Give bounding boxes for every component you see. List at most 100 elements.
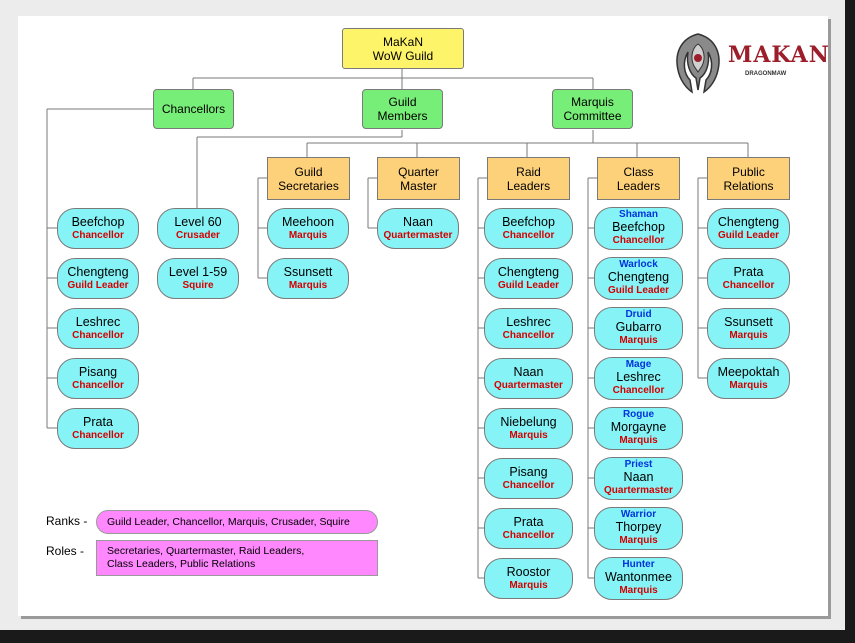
member-rank: Chancellor [72, 379, 124, 391]
member-chancellor-beefchop: Beefchop Chancellor [57, 208, 139, 249]
member-rank: Squire [182, 279, 214, 291]
member-rank: Quartermaster [383, 229, 453, 241]
member-raid-roostor: Roostor Marquis [484, 558, 573, 599]
guild-logo [668, 30, 808, 96]
member-name: Morgayne [610, 420, 667, 434]
member-class: Priest [624, 459, 653, 470]
member-name: Meepoktah [717, 364, 780, 379]
member-class: Mage [625, 359, 652, 370]
member-name: Naan [513, 364, 544, 379]
window-edge-bottom [0, 630, 855, 643]
group-label: Chancellors [161, 102, 226, 116]
member-name: Wantonmee [605, 570, 672, 584]
member-rank: Marquis [288, 229, 328, 241]
member-rank: Marquis [509, 579, 548, 591]
member-name: Prata [513, 514, 544, 529]
member-raid-naan: Naan Quartermaster [484, 358, 573, 399]
group-guild-members: Guild Members [362, 89, 443, 129]
member-name: Level 60 [174, 214, 222, 229]
group-label: Marquis [571, 95, 614, 109]
member-name: Ssunsett [724, 314, 773, 329]
member-rank: Quartermaster [604, 485, 673, 496]
member-raid-beefchop: Beefchop Chancellor [484, 208, 573, 249]
member-rank: Marquis [729, 329, 768, 341]
member-raid-prata: Prata Chancellor [484, 508, 573, 549]
role-raid-leaders: Raid Leaders [487, 157, 570, 200]
group-label: Guild [388, 95, 417, 109]
member-name: Ssunsett [283, 264, 333, 279]
member-name: Gubarro [615, 320, 662, 334]
member-name: Niebelung [500, 414, 557, 429]
member-name: Leshrec [506, 314, 551, 329]
member-rank: Chancellor [502, 529, 555, 541]
member-class-rogue: Rogue Morgayne Marquis [594, 407, 683, 450]
member-name: Beefchop [502, 214, 555, 229]
member-name: Naan [403, 214, 433, 229]
member-raid-niebelung: Niebelung Marquis [484, 408, 573, 449]
member-secretary-meehoon: Meehoon Marquis [267, 208, 349, 249]
role-label: Quarter [398, 164, 439, 179]
legend-ranks-text: Guild Leader, Chancellor, Marquis, Crusa… [107, 515, 350, 528]
member-level-60: Level 60 Crusader [157, 208, 239, 249]
member-name: Leshrec [75, 314, 121, 329]
member-name: Prata [733, 264, 764, 279]
member-quartermaster-naan: Naan Quartermaster [377, 208, 459, 249]
role-label: Public [732, 164, 765, 179]
member-name: Chengteng [607, 270, 670, 284]
member-chancellor-chengteng: Chengteng Guild Leader [57, 258, 139, 299]
member-class-druid: Druid Gubarro Marquis [594, 307, 683, 350]
member-chancellor-leshrec: Leshrec Chancellor [57, 308, 139, 349]
member-rank: Chancellor [502, 229, 555, 241]
window-edge-right [845, 0, 855, 643]
member-class: Hunter [622, 559, 655, 570]
member-raid-chengteng: Chengteng Guild Leader [484, 258, 573, 299]
member-name: Meehoon [281, 214, 335, 229]
member-rank: Guild Leader [607, 285, 670, 296]
member-rank: Chancellor [502, 479, 555, 491]
member-name: Pisang [78, 364, 118, 379]
member-name: Chengteng [717, 214, 780, 229]
member-pr-chengteng: Chengteng Guild Leader [707, 208, 790, 249]
member-rank: Guild Leader [67, 279, 129, 291]
group-chancellors: Chancellors [153, 89, 234, 129]
role-label: Master [400, 178, 437, 193]
member-rank: Marquis [619, 535, 658, 546]
legend-ranks-label: Ranks - [46, 514, 88, 528]
member-pr-ssunsett: Ssunsett Marquis [707, 308, 790, 349]
member-class-hunter: Hunter Wantonmee Marquis [594, 557, 683, 600]
role-label: Raid [516, 164, 541, 179]
role-label: Class [623, 164, 654, 179]
logo-subtitle: DRAGONMAW [745, 71, 787, 77]
member-name: Chengteng [497, 264, 560, 279]
member-rank: Marquis [729, 379, 768, 391]
role-label: Relations [723, 178, 774, 193]
member-name: Naan [623, 470, 654, 484]
member-name: Beefchop [612, 220, 665, 234]
legend-roles-label: Roles - [46, 544, 85, 558]
member-name: Roostor [506, 564, 551, 579]
member-name: Beefchop [71, 214, 125, 229]
member-rank: Marquis [619, 585, 658, 596]
member-class: Rogue [622, 409, 655, 420]
member-raid-pisang: Pisang Chancellor [484, 458, 573, 499]
member-rank: Guild Leader [497, 279, 560, 291]
member-rank: Marquis [509, 429, 548, 441]
horde-emblem-icon [676, 33, 720, 94]
member-rank: Crusader [176, 229, 220, 241]
member-class: Warrior [620, 509, 657, 520]
group-marquis-committee: Marquis Committee [552, 89, 633, 129]
title-line1: MaKaN [382, 34, 423, 49]
member-rank: Marquis [619, 435, 658, 446]
member-rank: Chancellor [502, 329, 555, 341]
role-label: Leaders [616, 178, 661, 193]
member-pr-prata: Prata Chancellor [707, 258, 790, 299]
member-chancellor-prata: Prata Chancellor [57, 408, 139, 449]
member-name: Level 1-59 [168, 264, 228, 279]
role-public-relations: Public Relations [707, 157, 790, 200]
member-rank: Marquis [288, 279, 328, 291]
member-rank: Marquis [619, 335, 658, 346]
member-rank: Chancellor [72, 329, 124, 341]
member-pr-meepoktah: Meepoktah Marquis [707, 358, 790, 399]
member-class-priest: Priest Naan Quartermaster [594, 457, 683, 500]
